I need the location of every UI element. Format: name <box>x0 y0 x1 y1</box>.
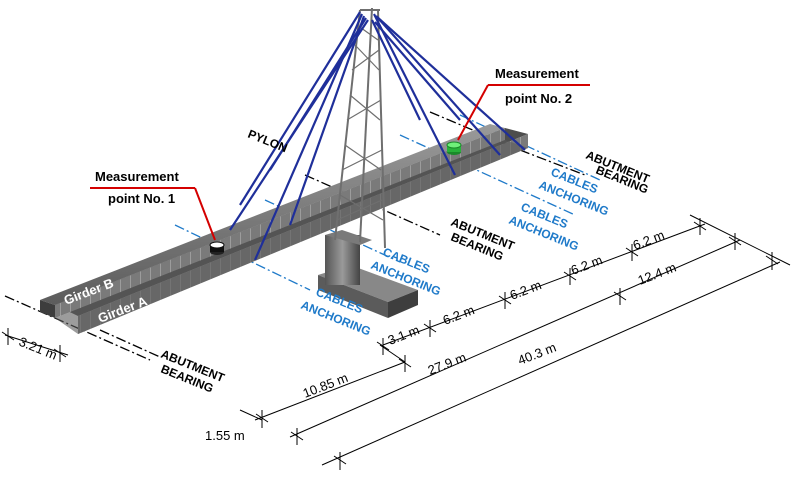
dim-width: 3.21 m <box>17 334 59 363</box>
dim-27-9: 27.9 m <box>426 350 468 378</box>
dim-6-2-a: 6.2 m <box>441 302 477 328</box>
dim-3-1: 3.1 m <box>386 322 422 348</box>
cables-anchoring-3: CABLES ANCHORING <box>507 200 581 254</box>
dim-6-2-b: 6.2 m <box>508 277 544 303</box>
measurement-sensor-1 <box>209 241 225 255</box>
dimension-lines <box>1 214 791 470</box>
measurement-1-title: Measurement <box>95 169 179 184</box>
measurement-sensor-2 <box>446 141 462 155</box>
dim-6-2-d: 6.2 m <box>631 227 667 253</box>
measurement-2-subtitle: point No. 2 <box>505 91 572 106</box>
dim-offset: 1.55 m <box>205 428 245 443</box>
measurement-2-title: Measurement <box>495 66 579 81</box>
stay-cables <box>229 11 526 261</box>
dim-12-4: 12.4 m <box>636 260 678 288</box>
dim-10-85: 10.85 m <box>301 370 350 401</box>
pylon-label: PYLON <box>246 127 290 155</box>
measurement-1-subtitle: point No. 1 <box>108 191 175 206</box>
pylon-base <box>318 230 418 318</box>
measurement-leaders <box>90 84 590 241</box>
abutment-bearing-middle: ABUTMENT BEARING <box>449 215 517 264</box>
dim-6-2-c: 6.2 m <box>569 252 605 278</box>
abutment-bearing-left: ABUTMENT BEARING <box>159 347 227 396</box>
